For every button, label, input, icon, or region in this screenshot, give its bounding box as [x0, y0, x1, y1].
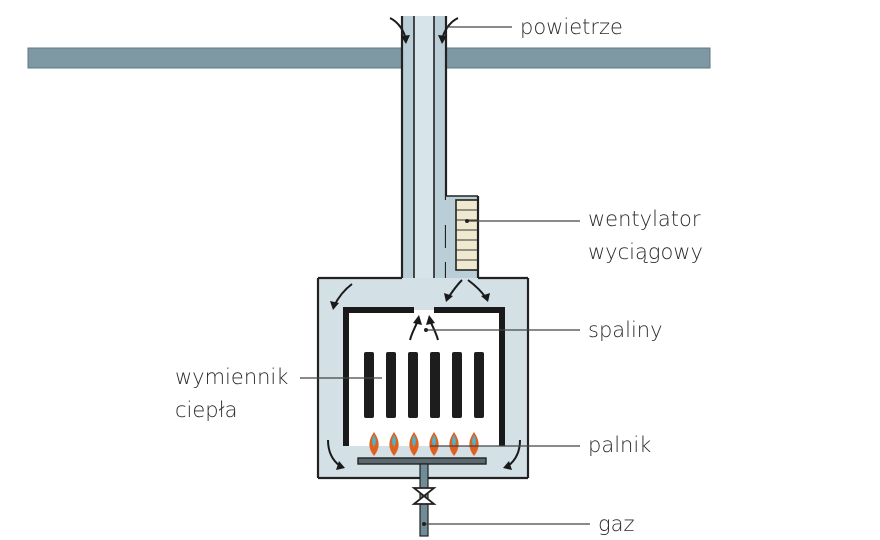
label-burner: palnik: [588, 433, 651, 457]
flow-arrows: [327, 17, 521, 470]
heat-exchanger-fins: [364, 352, 484, 418]
leader-lines: [300, 26, 590, 526]
gas-valve-icon: [411, 487, 437, 505]
label-heat-exchanger-line1: wymiennik: [175, 365, 288, 389]
exhaust-pipe: [413, 16, 435, 316]
burner: [357, 432, 487, 465]
gas-supply-pipe: [411, 463, 437, 537]
burner-flames: [369, 432, 479, 456]
label-heat-exchanger-line2: ciepła: [175, 398, 237, 422]
exhaust-fan: [446, 195, 480, 278]
ceiling-slab: [27, 47, 711, 69]
label-gas: gaz: [598, 512, 635, 536]
label-air: powietrze: [520, 15, 623, 39]
label-fan-line2: wyciągowy: [588, 240, 703, 264]
label-exhaust: spaliny: [588, 318, 663, 342]
label-fan-line1: wentylator: [588, 207, 701, 231]
